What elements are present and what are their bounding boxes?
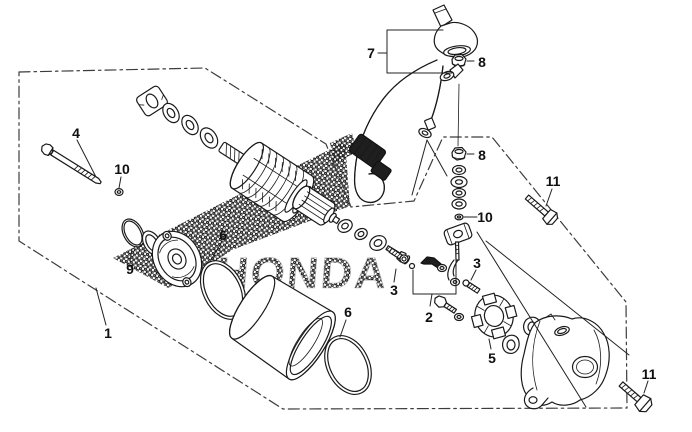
part-callout-2[interactable]: 2 — [425, 309, 433, 325]
brush-holder-5 — [470, 292, 518, 340]
terminal-washer-stack — [450, 164, 468, 210]
lock-plate — [136, 85, 168, 117]
part-callout-10b[interactable]: 10 — [477, 209, 493, 225]
ring-terminal-upper — [439, 63, 464, 147]
small-washer-b-hole — [456, 314, 462, 320]
washer-10-right — [454, 213, 464, 221]
part-callout-8a[interactable]: 8 — [478, 54, 486, 70]
o-ring-6b — [324, 335, 372, 395]
part-callout-3b[interactable]: 3 — [473, 255, 481, 271]
part-callout-4[interactable]: 4 — [72, 125, 80, 141]
part-callout-11b[interactable]: 11 — [641, 366, 657, 382]
washer-set-shaft — [337, 219, 387, 251]
part-callout-1[interactable]: 1 — [104, 325, 112, 341]
end-cap — [141, 230, 203, 288]
part-callout-6a[interactable]: 6 — [219, 227, 227, 243]
part-callout-6b[interactable]: 6 — [344, 304, 352, 320]
nut-10-left — [114, 188, 124, 197]
bolt-11-bottom — [618, 381, 653, 413]
terminal-stud — [443, 222, 473, 287]
armature — [218, 141, 341, 226]
gasket-b — [502, 334, 520, 354]
leader-lines — [76, 29, 649, 408]
o-ring-9 — [121, 218, 145, 248]
small-pin — [408, 262, 416, 270]
part-callout-11a[interactable]: 11 — [545, 173, 561, 189]
part-callout-3a[interactable]: 3 — [390, 282, 398, 298]
bolt-11-top — [524, 194, 559, 225]
bolt-4 — [41, 143, 102, 185]
cable-assembly-7 — [330, 4, 479, 204]
part-callout-8b[interactable]: 8 — [478, 147, 486, 163]
screw-3-left — [388, 247, 409, 264]
part-callout-10a[interactable]: 10 — [114, 161, 130, 177]
motor-housing — [229, 274, 336, 381]
honda-watermark-text: HONDA — [215, 249, 390, 298]
nut-8-lower — [451, 146, 467, 161]
small-washer-a-hole — [439, 265, 445, 271]
bolt-small-lower — [434, 295, 458, 314]
small-washer-b — [453, 312, 465, 322]
part-callout-5[interactable]: 5 — [488, 350, 496, 366]
assembly-border — [18, 67, 628, 410]
washer-set-top — [162, 102, 219, 149]
part-callout-7[interactable]: 7 — [367, 45, 375, 61]
small-washer-a — [436, 263, 448, 273]
part-callout-9[interactable]: 9 — [126, 261, 134, 277]
screw-3-right — [462, 279, 481, 294]
